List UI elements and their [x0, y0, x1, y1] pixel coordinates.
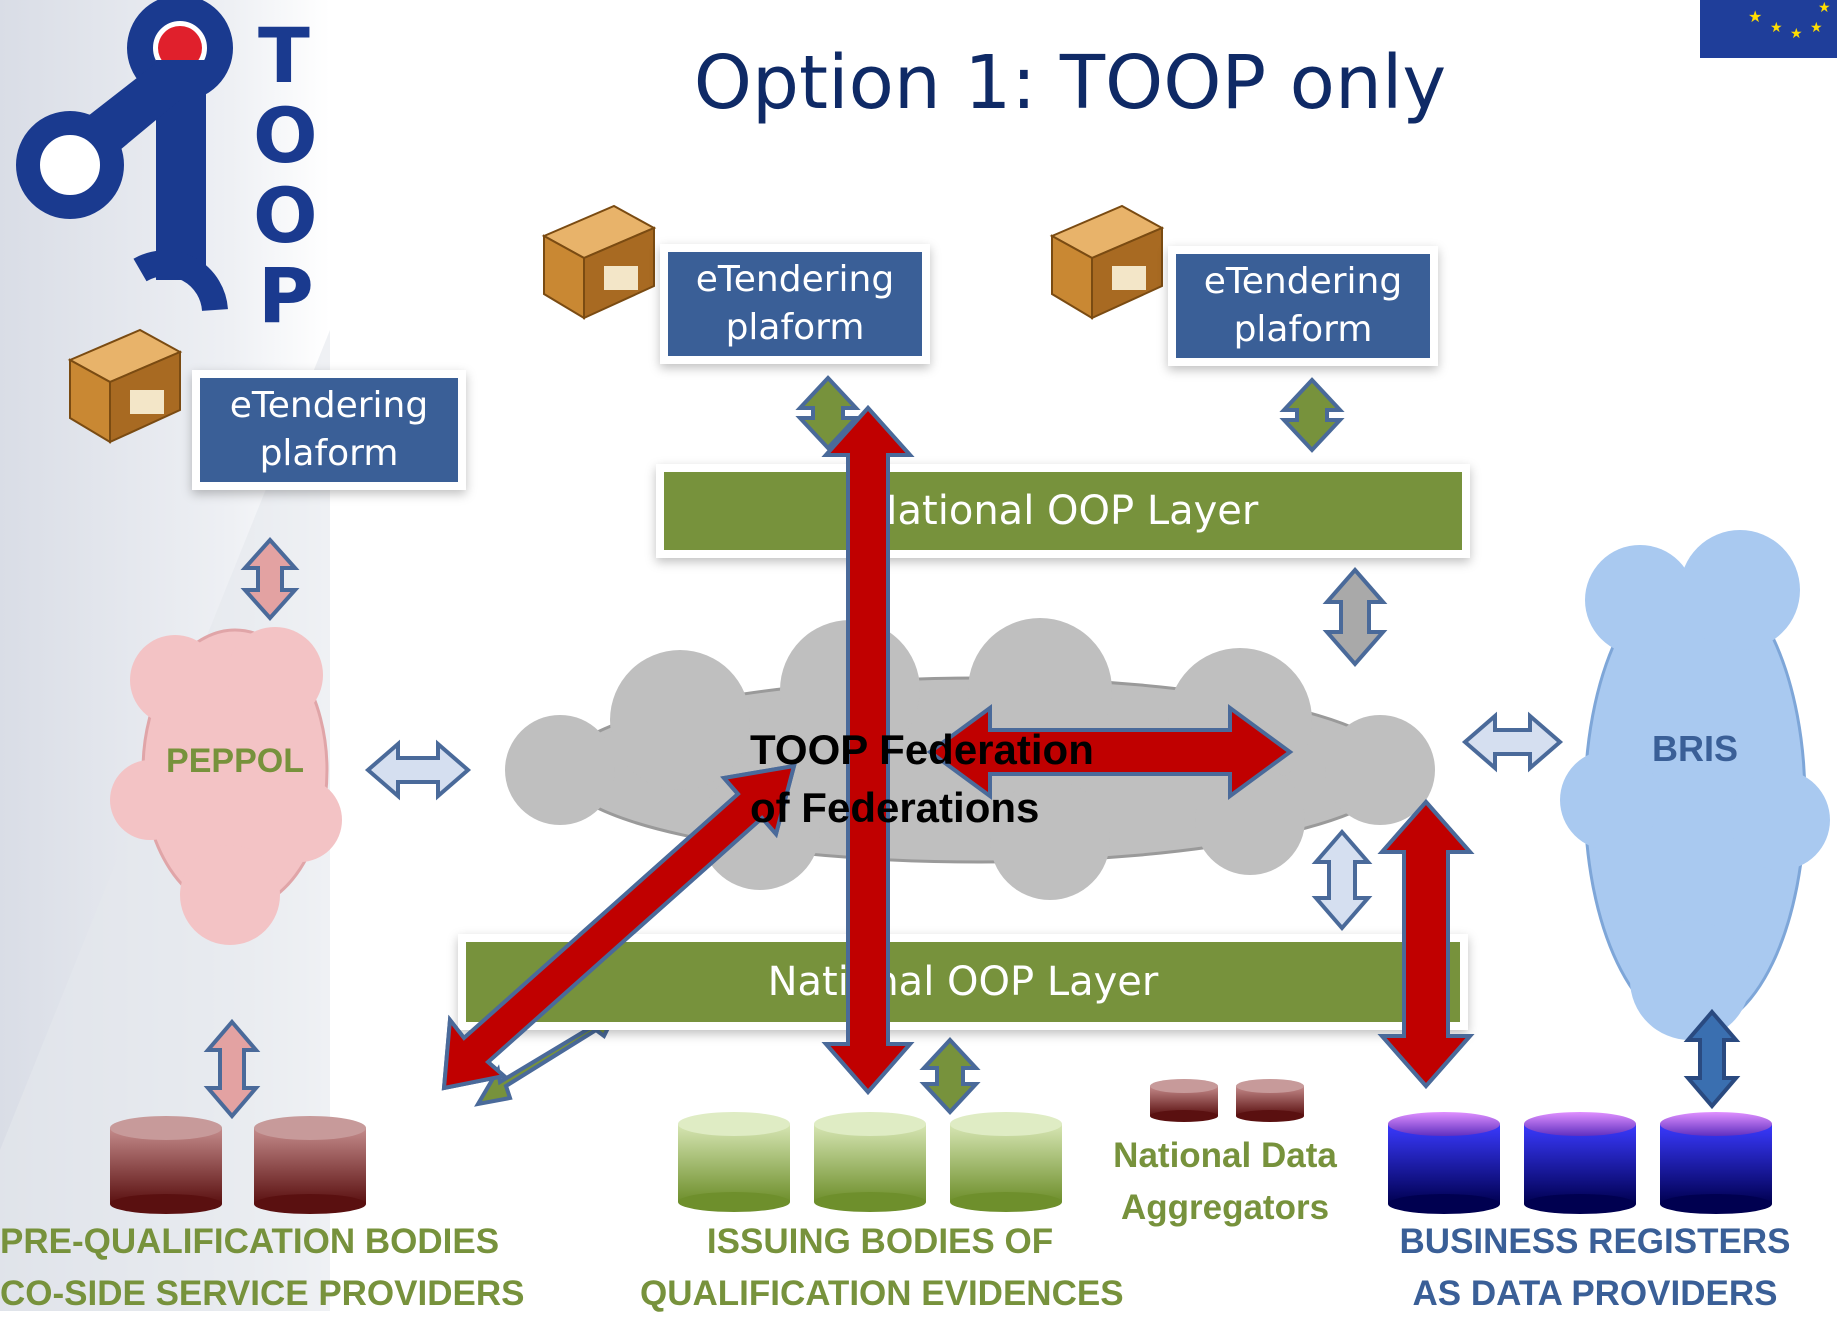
logo-letter-p: P	[258, 251, 314, 340]
national-oop-layer-top: National OOP Layer	[664, 472, 1462, 550]
issuing-label-line2: QUALIFICATION EVIDENCES	[640, 1274, 1124, 1313]
etendering-platform-right-label: eTendering plaform	[1203, 261, 1403, 350]
peppol-toop-arrow	[364, 739, 472, 801]
logo-letter-o1: O	[253, 91, 318, 180]
building-icon	[67, 328, 183, 444]
peppol-platform-arrow	[240, 536, 300, 622]
svg-text:★: ★	[1810, 20, 1823, 36]
toop-label-line2: of Federations	[750, 784, 1040, 831]
building-icon	[1049, 204, 1165, 320]
registers-database-1	[1388, 1112, 1500, 1214]
svg-text:★: ★	[1818, 0, 1831, 16]
bris-label: BRIS	[1651, 728, 1738, 769]
toop-label-line1: TOOP Federation	[750, 726, 1094, 773]
platform2-layer-arrow	[795, 375, 861, 451]
etendering-platform-left: eTendering plaform	[200, 378, 458, 482]
etendering-platform-center-label: eTendering plaform	[695, 259, 895, 348]
platform3-layer-arrow	[1279, 377, 1345, 453]
etendering-platform-left-label: eTendering plaform	[229, 385, 429, 474]
issuing-database-2	[814, 1112, 926, 1212]
aggregators-label-line1: National Data	[1113, 1136, 1337, 1175]
issuing-database-3	[950, 1112, 1062, 1212]
prequal-arrow	[203, 1018, 261, 1120]
prequal-database-1	[110, 1116, 222, 1214]
national-oop-layer-bottom-label: National OOP Layer	[767, 959, 1159, 1005]
prequal-label: PRE-QUALIFICATION BODIES CO-SIDE SERVICE…	[0, 1216, 525, 1320]
national-oop-layer-top-label: National OOP Layer	[867, 488, 1259, 534]
bris-registers-arrow	[1683, 1008, 1741, 1110]
issuing-layer-arrow	[919, 1037, 981, 1115]
bris-cloud	[1560, 530, 1830, 1040]
prequal-label-line1: PRE-QUALIFICATION BODIES	[0, 1222, 500, 1261]
logo-letter-o2: O	[253, 171, 318, 260]
registers-label-line1: BUSINESS REGISTERS	[1399, 1222, 1791, 1261]
issuing-label: ISSUING BODIES OF QUALIFICATION EVIDENCE…	[640, 1216, 1124, 1320]
aggregator-database-1	[1150, 1079, 1218, 1122]
etendering-platform-center: eTendering plaform	[668, 252, 922, 356]
national-oop-layer-bottom: National OOP Layer	[466, 942, 1460, 1022]
aggregators-label-line2: Aggregators	[1120, 1188, 1330, 1227]
logo-letter-t: T	[258, 11, 310, 100]
etendering-platform-right: eTendering plaform	[1176, 254, 1430, 358]
slide-title: Option 1: TOOP only	[693, 40, 1447, 126]
toop-flow-arrow-horizontal	[926, 704, 1294, 800]
svg-text:★: ★	[1790, 26, 1803, 42]
svg-text:★: ★	[1748, 7, 1762, 26]
registers-label-line2: AS DATA PROVIDERS	[1412, 1274, 1778, 1313]
svg-text:★: ★	[1770, 20, 1783, 36]
aggregators-label: National Data Aggregators	[1090, 1130, 1360, 1234]
aggregator-database-2	[1236, 1079, 1304, 1122]
building-icon	[541, 204, 657, 320]
registers-database-2	[1524, 1112, 1636, 1214]
registers-label: BUSINESS REGISTERS AS DATA PROVIDERS	[1390, 1216, 1800, 1320]
prequal-database-2	[254, 1116, 366, 1214]
issuing-database-1	[678, 1112, 790, 1212]
layer-toop-arrow	[1322, 566, 1388, 668]
issuing-label-line1: ISSUING BODIES OF	[706, 1222, 1054, 1261]
peppol-cloud	[110, 627, 342, 945]
prequal-label-line2: CO-SIDE SERVICE PROVIDERS	[0, 1274, 525, 1313]
registers-database-3	[1660, 1112, 1772, 1214]
toop-bottom-layer-arrow	[1311, 828, 1373, 932]
peppol-label: PEPPOL	[166, 742, 304, 780]
toop-bris-arrow	[1461, 711, 1564, 773]
